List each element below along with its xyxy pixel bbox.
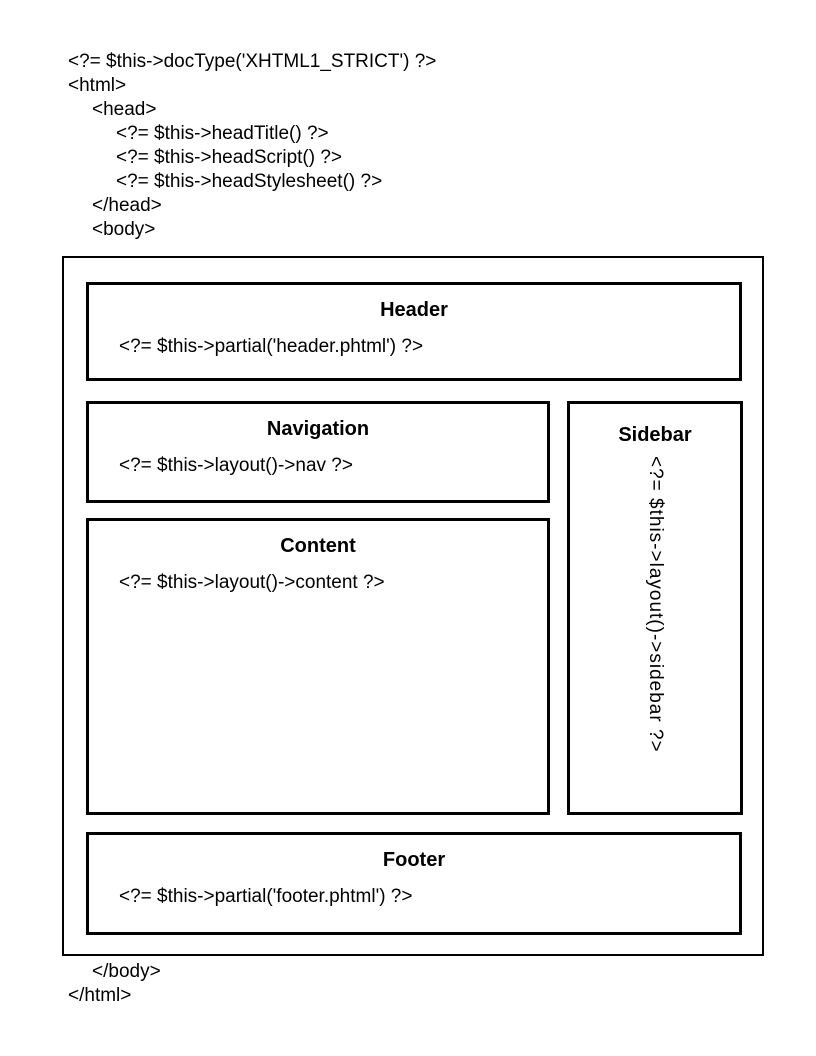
navigation-box-title: Navigation [266,418,370,440]
code-line-html-close: </html> [68,985,132,1006]
content-box-code: <?= $this->layout()->content ?> [119,572,385,593]
navigation-box: Navigation <?= $this->layout()->nav ?> [86,401,550,503]
code-line-head-title: <?= $this->headTitle() ?> [116,123,329,144]
sidebar-box-code: <?= $this->layout()->sidebar ?> [645,456,666,753]
sidebar-box-title: Sidebar [618,424,692,446]
header-box-code: <?= $this->partial('header.phtml') ?> [119,336,424,357]
top-code-listing: <?= $this->docType('XHTML1_STRICT') ?> <… [68,50,436,242]
code-line-html-open: <html> [68,75,127,96]
navigation-box-code: <?= $this->layout()->nav ?> [119,455,353,476]
footer-box-code: <?= $this->partial('footer.phtml') ?> [119,886,413,907]
footer-box: Footer <?= $this->partial('footer.phtml'… [86,832,742,935]
sidebar-box: Sidebar <?= $this->layout()->sidebar ?> [567,401,743,815]
code-line-head-open: <head> [92,99,157,120]
code-line-body-close: </body> [92,961,161,982]
body-outer-box: Header <?= $this->partial('header.phtml'… [62,256,764,956]
content-box: Content <?= $this->layout()->content ?> [86,518,550,815]
code-line-head-stylesheet: <?= $this->headStylesheet() ?> [116,171,383,192]
footer-box-title: Footer [382,849,446,871]
code-line-body-open: <body> [92,219,156,240]
code-line-head-script: <?= $this->headScript() ?> [116,147,343,168]
header-box: Header <?= $this->partial('header.phtml'… [86,282,742,381]
bottom-code-listing: </body> </html> [68,960,161,1008]
content-box-title: Content [280,535,356,557]
code-line-doctype: <?= $this->docType('XHTML1_STRICT') ?> [68,51,437,72]
code-line-head-close: </head> [92,195,162,216]
header-box-title: Header [380,299,448,321]
